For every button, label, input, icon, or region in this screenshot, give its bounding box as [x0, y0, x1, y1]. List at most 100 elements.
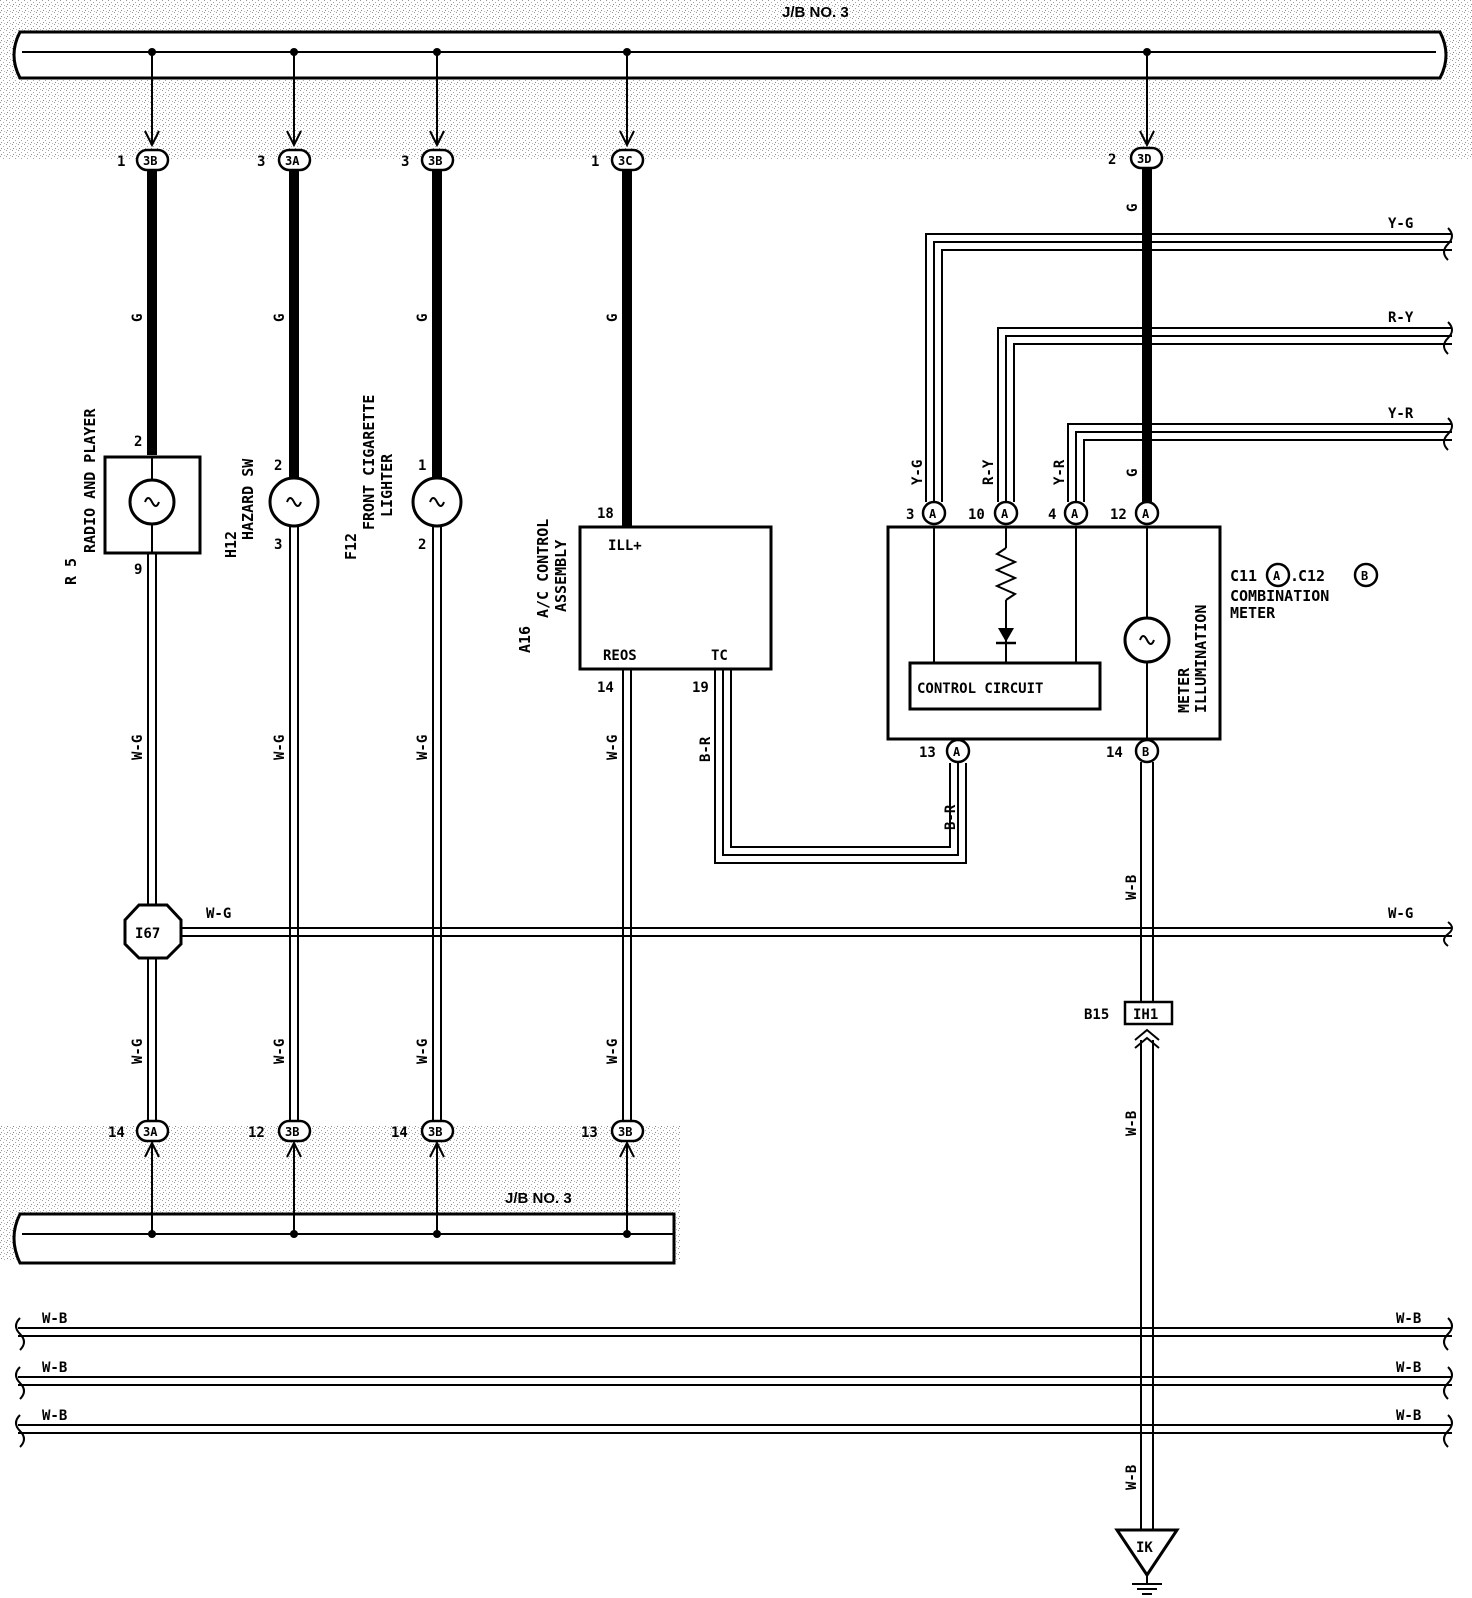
meter-pin-4: 4 A	[1048, 500, 1089, 526]
svg-text:3: 3	[906, 507, 914, 523]
connector-bottom-4: 13 3B	[581, 1119, 645, 1143]
ac-pin-ill: 18	[597, 506, 614, 522]
svg-text:14: 14	[391, 1125, 408, 1141]
ac-term-reos: REOS	[603, 648, 637, 664]
ac-term-ill: ILL+	[608, 538, 642, 554]
ac-name-1: A/C CONTROL	[534, 519, 552, 618]
svg-text:3B: 3B	[428, 154, 442, 168]
wire-label-g-4: G	[605, 314, 621, 322]
hazard-pin-in: 2	[274, 458, 282, 474]
svg-text:3A: 3A	[143, 1125, 158, 1139]
radio-name: RADIO AND PLAYER	[81, 408, 99, 553]
junction-block-bottom	[0, 1125, 680, 1265]
radio-component	[103, 455, 202, 555]
wire-label-wb-r1: W-B	[1396, 1311, 1421, 1327]
wire-label-wg-2: W-G	[272, 735, 288, 760]
svg-text:3B: 3B	[285, 1125, 299, 1139]
svg-text:B: B	[1142, 745, 1149, 759]
svg-text:A: A	[1071, 507, 1079, 521]
wb-horizontal	[15, 1317, 1453, 1448]
svg-text:.: .	[1290, 567, 1299, 585]
meter-pin-3: 3 A	[906, 500, 947, 526]
wb-vertical	[1134, 762, 1160, 1540]
wire-label-wb-l1: W-B	[42, 1311, 67, 1327]
wire-label-wg-8: W-G	[605, 1039, 621, 1064]
ac-name-2: ASSEMBLY	[552, 540, 570, 612]
wire-label-wg-h1: W-G	[206, 906, 231, 922]
ac-control-box	[578, 525, 773, 671]
svg-text:C11: C11	[1230, 567, 1257, 585]
svg-text:3C: 3C	[618, 154, 632, 168]
svg-text:13: 13	[581, 1125, 598, 1141]
jb-bottom-label: J/B NO. 3	[505, 1190, 572, 1207]
jb-top-label: J/B NO. 3	[782, 4, 849, 21]
jb-bottom-drops	[144, 1140, 635, 1234]
hazard-name: HAZARD SW	[239, 458, 257, 540]
splice-i67	[123, 903, 183, 960]
b15-code: B15	[1084, 1007, 1109, 1023]
wire-label-wg-5: W-G	[130, 1039, 146, 1064]
connector-bottom-3: 14 3B	[391, 1119, 455, 1143]
wire-label-wb-r3: W-B	[1396, 1408, 1421, 1424]
b15-label: IH1	[1133, 1007, 1158, 1023]
wire-label-g-5: G	[1125, 204, 1141, 212]
wire-label-wg-3: W-G	[415, 735, 431, 760]
splice-label: I67	[135, 926, 160, 942]
svg-text:2: 2	[1108, 152, 1116, 168]
connector-bottom-1: 14 3A	[108, 1119, 170, 1143]
svg-text:3: 3	[257, 154, 265, 170]
wire-label-wg-6: W-G	[272, 1039, 288, 1064]
svg-text:1: 1	[591, 154, 599, 170]
meter-illum-1: METER	[1175, 667, 1193, 713]
wire-label-wg-h2: W-G	[1388, 906, 1413, 922]
lighter-name-2: LIGHTER	[378, 453, 396, 517]
meter-illum-2: ILLUMINATION	[1192, 605, 1210, 713]
connector-bottom-2: 12 3B	[248, 1119, 312, 1143]
svg-text:10: 10	[968, 507, 985, 523]
connector-top-3: 3 3B	[401, 148, 455, 172]
wire-label-br-1: B-R	[698, 736, 714, 762]
wire-label-g-1: G	[130, 314, 146, 322]
svg-text:B: B	[1361, 569, 1368, 583]
meter-pin-13: 13 A	[919, 738, 971, 764]
wire-label-wb-r2: W-B	[1396, 1360, 1421, 1376]
svg-text:C12: C12	[1298, 567, 1325, 585]
svg-text:A: A	[929, 507, 937, 521]
wire-label-g-6: G	[1125, 469, 1141, 477]
wire-label-yr: Y-R	[1052, 459, 1068, 485]
connector-top-5: 2 3D	[1108, 146, 1164, 170]
svg-text:1: 1	[117, 154, 125, 170]
radio-pin-out: 9	[134, 562, 142, 578]
wire-label-wb-v2: W-B	[1124, 1111, 1140, 1136]
connector-top-4: 1 3C	[591, 148, 645, 172]
junction-block-top	[0, 0, 1472, 160]
svg-text:A: A	[1273, 569, 1281, 583]
wire-label-yg: Y-G	[910, 460, 926, 485]
svg-text:12: 12	[1110, 507, 1127, 523]
ac-pin-reos: 14	[597, 680, 614, 696]
svg-text:12: 12	[248, 1125, 265, 1141]
wire-label-br-2: B-R	[943, 804, 959, 830]
wg-break	[1443, 921, 1453, 947]
wire-label-wb-v1: W-B	[1124, 875, 1140, 900]
wire-label-yg-right: Y-G	[1388, 216, 1413, 232]
br-wire	[714, 669, 967, 864]
svg-text:A: A	[1142, 507, 1150, 521]
svg-text:13: 13	[919, 745, 936, 761]
wire-breaks	[1443, 227, 1453, 451]
lighter-component	[411, 476, 463, 528]
meter-pin-10: 10 A	[968, 500, 1019, 526]
ac-code: A16	[516, 626, 534, 653]
svg-text:A: A	[1001, 507, 1009, 521]
jb-top-drops	[144, 52, 1155, 148]
meter-name-1: COMBINATION	[1230, 587, 1329, 605]
ac-term-tc: TC	[711, 648, 728, 664]
svg-text:3: 3	[401, 154, 409, 170]
meter-box	[886, 525, 1222, 741]
wire-label-ry-right: R-Y	[1388, 310, 1414, 326]
lighter-code: F12	[342, 533, 360, 560]
lighter-pin-in: 1	[418, 458, 426, 474]
meter-code: C11 A . C12 B	[1230, 562, 1379, 588]
svg-text:14: 14	[108, 1125, 125, 1141]
ground-symbol	[1114, 1528, 1180, 1595]
